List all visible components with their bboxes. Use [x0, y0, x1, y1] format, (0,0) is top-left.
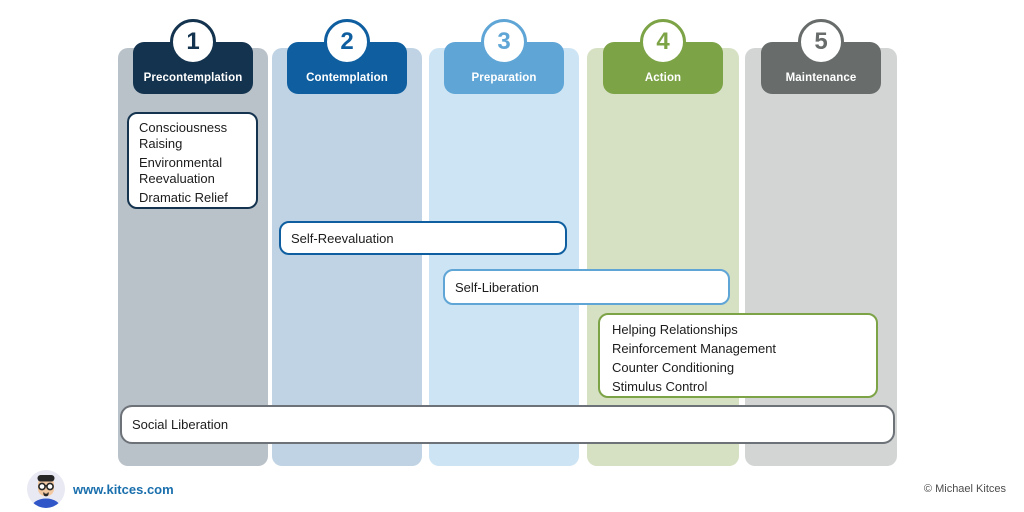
stage-header-label: Maintenance [785, 72, 857, 84]
process-box-precontemplation: Consciousness Raising Environmental Reev… [127, 112, 258, 209]
stage-header-label: Precontemplation [143, 72, 243, 84]
stage-header-label: Contemplation [306, 72, 388, 84]
stage-header-maintenance: Maintenance [761, 42, 881, 94]
stage-number: 4 [656, 28, 670, 55]
stage-column-contemplation [272, 48, 422, 466]
process-item: Helping Relationships [612, 322, 738, 337]
stage-column-preparation [429, 48, 579, 466]
kitces-avatar-logo [27, 470, 65, 508]
process-box-self-liberation: Self-Liberation [443, 269, 730, 305]
stage-header-action: Action [603, 42, 723, 94]
process-item: Stimulus Control [612, 379, 708, 394]
process-item: Self-Liberation [455, 279, 539, 295]
copyright-text: © Michael Kitces [923, 483, 1006, 495]
stage-header-label: Preparation [471, 72, 537, 84]
stage-number-badge-1: 1 [170, 19, 216, 65]
stage-column-maintenance [745, 48, 897, 466]
process-item: Self-Reevaluation [291, 230, 394, 246]
website-link: www.kitces.com [73, 482, 174, 497]
process-item: Counter Conditioning [612, 360, 735, 375]
stage-header-preparation: Preparation [444, 42, 564, 94]
process-box-self-reevaluation: Self-Reevaluation [279, 221, 567, 255]
stage-number: 5 [814, 28, 828, 55]
process-box-social-liberation: Social Liberation [120, 405, 895, 444]
stage-number: 1 [186, 28, 200, 55]
stage-number-badge-5: 5 [798, 19, 844, 65]
process-item: Consciousness Raising [139, 120, 228, 151]
process-item: Environmental Reevaluation [139, 155, 223, 186]
stage-number: 3 [497, 28, 511, 55]
process-box-action: Helping Relationships Reinforcement Mana… [598, 313, 878, 398]
stage-number-badge-3: 3 [481, 19, 527, 65]
stage-column-action [587, 48, 739, 466]
process-item: Dramatic Relief [139, 190, 228, 205]
stage-column-precontemplation [118, 48, 268, 466]
stage-header-label: Action [644, 72, 682, 84]
stage-number-badge-2: 2 [324, 19, 370, 65]
stage-number-badge-4: 4 [640, 19, 686, 65]
process-item: Reinforcement Management [612, 341, 777, 356]
stage-number: 2 [340, 28, 354, 55]
process-item: Social Liberation [132, 417, 229, 432]
